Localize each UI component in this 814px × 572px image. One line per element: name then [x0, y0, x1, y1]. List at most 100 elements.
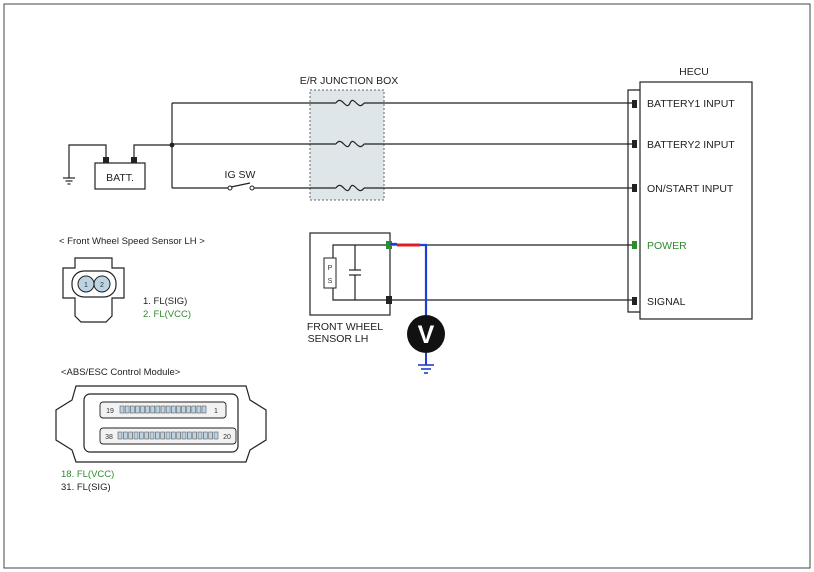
terminal-label: ON/START INPUT [647, 183, 734, 195]
connector-pin-slot [150, 405, 156, 414]
connector-pin-slot [124, 405, 130, 414]
battery-symbol: BATT. [94, 157, 146, 190]
connector2-pin-38-label: 38 [105, 434, 113, 441]
connector1-pin2-label: 2 [100, 282, 104, 289]
probe-blue [390, 242, 428, 318]
connector-pin-slot [144, 431, 149, 440]
terminal-label: SIGNAL [647, 296, 686, 308]
connector1-legend-1: 1. FL(SIG) [143, 296, 187, 307]
connector2-pin-20-label: 20 [223, 434, 231, 441]
connector-pin-slot [208, 431, 213, 440]
connector2-pin-1-label: 1 [214, 408, 218, 415]
sensor-body [309, 232, 391, 316]
connector-pin-slot [181, 431, 187, 440]
hecu-terminal-power: POWER [632, 240, 687, 252]
switch-contact [249, 185, 255, 191]
connector-pin-slot [130, 405, 135, 414]
connector-pin-slot [119, 405, 125, 414]
connector2-pins-top [119, 405, 207, 414]
probe-ground-icon [418, 364, 434, 374]
connector-pin-slot [201, 405, 207, 414]
ground-icon [63, 177, 75, 185]
connector2-pins-bottom [117, 431, 219, 440]
connector1-drawing: 1 2 [62, 257, 125, 323]
connector-pin-slot [176, 405, 181, 414]
connector-pin-slot [135, 405, 140, 414]
terminal-label: POWER [647, 240, 687, 252]
connector-pin-slot [197, 431, 203, 440]
connector-pin-slot [155, 431, 160, 440]
connector-pin-slot [203, 431, 208, 440]
connector2-title: <ABS/ESC Control Module> [61, 367, 181, 378]
hecu-terminal-on-start: ON/START INPUT [632, 183, 734, 195]
connector-pin-slot [181, 405, 186, 414]
connector-pin-slot [213, 431, 219, 440]
connector2-pin-19-label: 19 [106, 408, 114, 415]
sensor-label-line1: FRONT WHEEL [307, 321, 383, 333]
hecu-label: HECU [679, 66, 709, 78]
connector-pin-slot [171, 405, 176, 414]
battery-terminal [131, 157, 137, 163]
connector-pin-slot [196, 405, 202, 414]
ig-switch-label: IG SW [225, 169, 256, 181]
sensor-pin-power [386, 241, 392, 249]
connector-pin-slot [165, 405, 171, 414]
connector-pin-slot [155, 405, 161, 414]
ps-label-p: P [328, 265, 333, 272]
fuse-icon [335, 182, 365, 194]
battery-positive-wire [133, 144, 172, 157]
hecu-terminal-signal: SIGNAL [632, 296, 686, 308]
hecu-box [639, 81, 753, 320]
ps-element [323, 257, 337, 289]
connector-pin-slot [187, 431, 192, 440]
terminal-label: BATTERY2 INPUT [647, 139, 735, 151]
connector-pin-slot [186, 405, 191, 414]
connector-pin-slot [160, 405, 166, 414]
terminal-label: BATTERY1 INPUT [647, 98, 735, 110]
battery-label: BATT. [106, 172, 134, 184]
connector-pin-slot [160, 431, 165, 440]
fuse-icon [335, 97, 365, 109]
connector-pin-slot [149, 431, 155, 440]
connector-pin-slot [176, 431, 181, 440]
connector-pin-slot [128, 431, 133, 440]
voltmeter-body [407, 315, 445, 353]
ground-wire [68, 144, 107, 178]
fuse-icon [335, 138, 365, 150]
connector-pin-slot [140, 405, 145, 414]
connector-pin-slot [191, 405, 197, 414]
connector1-title: < Front Wheel Speed Sensor LH > [59, 236, 205, 247]
terminal-pin [632, 297, 637, 305]
connector-pin-slot [165, 431, 171, 440]
ig-switch: IG SW [225, 169, 256, 191]
hecu-connector-bracket [627, 89, 640, 313]
diagram-frame [3, 3, 811, 569]
switch-blade [230, 182, 251, 188]
voltmeter-label: V [418, 321, 435, 349]
splice-dot [169, 142, 175, 148]
connector-pin-slot [192, 431, 197, 440]
battery-body [94, 162, 146, 190]
connector-pin-slot [145, 405, 150, 414]
connector1-legend-2: 2. FL(VCC) [143, 309, 191, 320]
connector-pin-slot [171, 431, 176, 440]
terminal-pin [632, 241, 637, 249]
terminal-pin [632, 140, 637, 148]
hecu-terminal-battery2: BATTERY2 INPUT [632, 139, 735, 151]
voltmeter: V [407, 315, 445, 353]
battery-terminal [103, 157, 109, 163]
connector-pin-slot [117, 431, 123, 440]
connector2-legend-2: 31. FL(SIG) [61, 482, 111, 493]
ps-label-s: S [328, 278, 333, 285]
front-wheel-sensor: P S [309, 232, 392, 316]
connector-pin-slot [123, 431, 128, 440]
junction-box-label: E/R JUNCTION BOX [300, 75, 399, 87]
connector1-pin1-label: 1 [84, 282, 88, 289]
connector-pin-slot [133, 431, 139, 440]
connector-pin-slot [139, 431, 144, 440]
terminal-pin [632, 184, 637, 192]
sensor-pin-signal [386, 296, 392, 304]
connector1-pin2 [93, 275, 111, 293]
hecu-terminal-battery1: BATTERY1 INPUT [632, 98, 735, 110]
